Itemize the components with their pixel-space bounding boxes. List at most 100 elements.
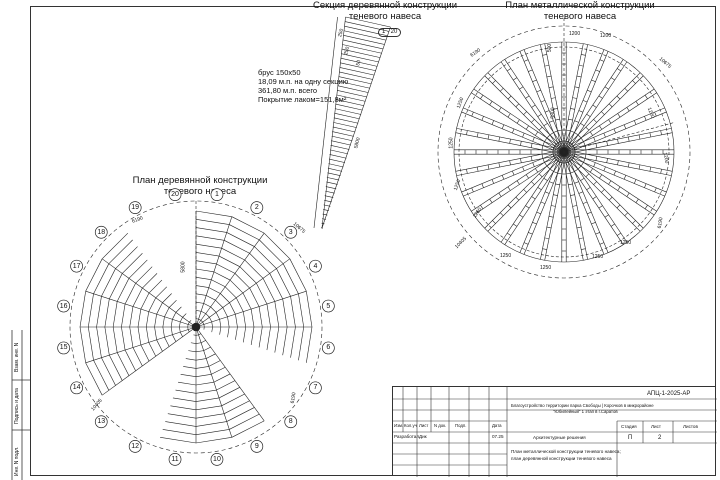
wood-plank: [211, 279, 226, 288]
metal-tie: [644, 183, 647, 188]
metal-tie: [501, 124, 505, 129]
metal-tie: [566, 129, 571, 132]
metal-rafter: [561, 152, 605, 255]
wood-title-line2: теневого навеса: [163, 186, 237, 197]
section-beam: [327, 167, 343, 172]
metal-tie: [598, 205, 603, 209]
wood-plank: [215, 299, 224, 308]
metal-tie: [492, 220, 496, 224]
wood-plank: [263, 232, 291, 260]
metal-tie: [522, 166, 525, 171]
metal-tie: [541, 154, 544, 159]
section-beam: [338, 80, 370, 89]
metal-rafter: [564, 149, 667, 193]
metal-tie: [541, 145, 544, 150]
metal-tie: [542, 158, 545, 163]
metal-tie: [572, 97, 577, 99]
metal-tie: [507, 113, 511, 118]
wood-plank: [195, 210, 232, 217]
wood-plank: [221, 247, 245, 261]
wood-plank: [250, 326, 255, 345]
metal-tie: [593, 181, 597, 185]
wood-plank: [93, 360, 110, 391]
section-fan: [313, 16, 391, 229]
wood-plank: [195, 268, 214, 273]
metal-tie: [491, 120, 494, 125]
section-number: 10: [213, 455, 221, 463]
metal-plan: [437, 18, 691, 279]
wood-plank: [219, 319, 222, 328]
wood-section-edge: [85, 290, 197, 328]
section-note: брус 150x50 18,09 м.п. на одну секцию 36…: [258, 68, 348, 104]
metal-tie: [576, 75, 582, 78]
wood-plank: [195, 421, 227, 427]
wood-plank: [124, 349, 136, 371]
wood-plank: [148, 297, 157, 312]
metal-title: План металлической конструкции теневого …: [490, 0, 670, 22]
wood-plank: [132, 287, 143, 307]
metal-tie: [577, 165, 582, 170]
metal-tie: [632, 80, 636, 84]
wood-plank: [200, 310, 206, 314]
metal-tie: [578, 191, 583, 194]
metal-tie: [548, 86, 554, 88]
metal-tie: [635, 101, 639, 106]
metal-tie: [545, 191, 550, 194]
wood-plank: [115, 246, 138, 269]
section-beam: [339, 67, 375, 76]
section-marker: [128, 201, 142, 214]
metal-rafter: [487, 153, 566, 232]
wood-plank: [216, 380, 236, 391]
note-per-section: 18,09 м.п. на одну секцию: [258, 77, 349, 86]
metal-tie: [592, 196, 597, 200]
metal-tie: [580, 177, 585, 181]
wood-plank: [87, 326, 94, 361]
metal-tie: [520, 141, 522, 146]
wood-plank: [227, 326, 230, 338]
wood-plank: [128, 259, 148, 279]
wood-plank: [135, 266, 153, 284]
section-marker: [210, 188, 224, 201]
metal-tie: [583, 141, 586, 146]
metal-tie: [580, 123, 585, 127]
metal-tie: [523, 111, 527, 115]
metal-tie: [608, 196, 613, 201]
section-number: 3: [288, 228, 293, 236]
metal-tie: [617, 232, 621, 236]
metal-tie: [532, 79, 537, 82]
metal-tie: [466, 169, 468, 174]
metal-tie: [507, 68, 511, 72]
metal-tie: [566, 172, 571, 175]
wood-plank: [170, 326, 173, 335]
wood-plank: [129, 326, 134, 348]
wood-plank: [104, 298, 110, 328]
wood-plank: [164, 307, 170, 317]
wood-plank: [164, 337, 170, 347]
metal-tie: [572, 205, 577, 207]
metal-span-11: 1200: [600, 33, 612, 39]
metal-tie: [487, 164, 490, 170]
wood-plank: [226, 232, 255, 247]
wood-plank: [109, 355, 123, 381]
wood-plan: [57, 188, 335, 466]
wood-plank: [162, 326, 165, 338]
wood-plank: [195, 293, 207, 296]
wood-plank: [239, 266, 257, 284]
section-number: 18: [97, 228, 106, 236]
metal-title-line1: План металлической конструкции: [505, 0, 655, 11]
wood-plank: [190, 342, 197, 344]
metal-tie: [513, 77, 518, 81]
wood-plank: [229, 224, 260, 241]
metal-tie: [606, 158, 608, 163]
metal-tie: [591, 79, 596, 82]
section-beam: [335, 103, 363, 111]
wood-plank: [179, 321, 181, 328]
wood-plank: [235, 297, 244, 312]
section-marker: [57, 299, 70, 313]
wood-plank: [269, 273, 283, 299]
metal-tie: [507, 186, 511, 191]
wood-plank: [142, 273, 158, 289]
wood-plank: [209, 317, 213, 323]
wood-plank: [116, 278, 130, 302]
